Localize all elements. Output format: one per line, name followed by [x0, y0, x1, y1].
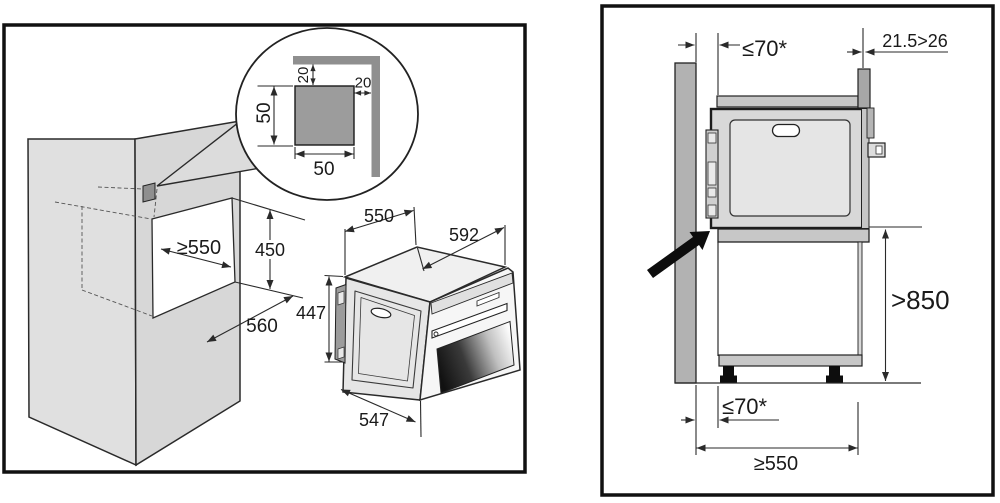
dim-label: ≥550 [177, 237, 221, 259]
rear-connector-detail [875, 145, 883, 155]
oven-support-shelf [717, 228, 870, 243]
dim-oven-height: 447 [296, 274, 344, 363]
dim-top-gap: ≤70* [678, 33, 788, 95]
oven-isometric [334, 246, 521, 402]
side-view-panel: ≤70* 21.5>26 >850 ≤70* ≥550 [600, 4, 995, 497]
dim-niche-depth: 560 [206, 295, 294, 343]
corner-wall-top-bar [293, 56, 380, 65]
oven-grip-oval [771, 123, 801, 138]
dim-corner-side-offset: 20 [354, 75, 372, 96]
front-strip-slot [707, 132, 717, 144]
dim-label: 50 [254, 102, 275, 123]
cabinet-side-trim [857, 68, 871, 109]
dim-min-floor-height: >850 [869, 226, 950, 381]
dim-label: ≤70* [722, 394, 768, 419]
oven-vent-slot [476, 291, 500, 307]
door-frame-inner [358, 297, 415, 382]
oven-door-window [436, 320, 515, 394]
dim-label: >850 [891, 285, 950, 315]
corner-cutout-mark [142, 182, 156, 203]
door-grip-oval [370, 307, 392, 319]
dim-label: 447 [296, 303, 326, 323]
dim-label: 21.5>26 [882, 31, 948, 51]
hinge-slot [337, 346, 345, 360]
dim-oven-top-depth: 550 [344, 206, 417, 275]
front-view-panel: 20 20 50 50 ≥550 [2, 23, 527, 474]
front-strip-slot [707, 187, 717, 198]
dim-corner-top-offset: 20 [295, 64, 316, 85]
dim-oven-width: 592 [416, 225, 506, 272]
base-cabinet-back-panel [857, 241, 863, 366]
corner-wall-side-bar [371, 56, 380, 177]
dim-label: 592 [449, 225, 479, 245]
dim-trim-range: 21.5>26 [847, 28, 948, 68]
dim-label: 450 [255, 240, 285, 260]
hinge-slot [337, 290, 345, 306]
front-strip-slot [707, 204, 717, 217]
airflow-arrow [647, 231, 710, 278]
dim-label: 20 [355, 75, 372, 92]
dim-label: 550 [364, 206, 394, 226]
dim-label: 20 [295, 67, 312, 84]
corner-detail-callout: 20 20 50 50 [156, 27, 419, 201]
front-strip-slot [707, 161, 717, 186]
dim-min-depth: ≥550 [696, 402, 859, 475]
cabinet-foot [826, 366, 843, 383]
dim-niche-width: ≥550 [160, 237, 232, 269]
dim-square-height: 50 [254, 85, 293, 147]
oven-rear-flange [861, 108, 870, 229]
dim-label: 560 [246, 316, 278, 337]
dim-bottom-gap: ≤70* [681, 385, 779, 455]
cutout-square [294, 85, 355, 146]
dim-label: ≤70* [742, 36, 788, 61]
oven-door-panel [729, 119, 851, 217]
dim-label: 547 [359, 410, 389, 430]
dim-niche-height: 450 [231, 197, 306, 299]
adjacent-wall [674, 62, 697, 384]
oven-handle-bar [431, 302, 508, 339]
cabinet-foot [720, 366, 737, 383]
door-frame-outer [351, 290, 422, 389]
oven-rear-rail [866, 107, 875, 139]
handle-end-cap [433, 331, 439, 337]
side-section-drawing [647, 62, 921, 384]
base-cabinet-bottom-panel [718, 354, 863, 367]
dim-label: 50 [313, 159, 334, 180]
dim-square-width: 50 [294, 147, 355, 180]
dim-oven-bottom-depth: 547 [340, 388, 422, 438]
dim-label: ≥550 [754, 453, 798, 475]
niche-hidden-outline [54, 186, 158, 317]
oven-control-strip [430, 272, 514, 315]
side-panel-border [600, 4, 995, 497]
cabinet-top-panel [716, 95, 859, 108]
